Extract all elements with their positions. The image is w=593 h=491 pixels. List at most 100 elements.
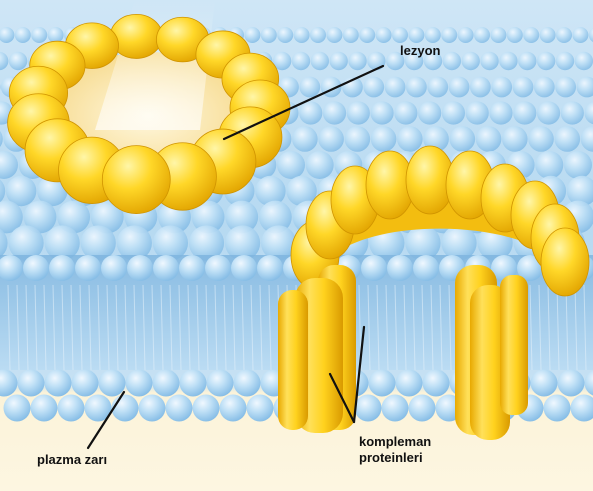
lipid-head (371, 126, 397, 152)
lipid-head (507, 27, 523, 43)
lipid-head (466, 101, 489, 124)
lipid-head (499, 52, 517, 70)
lipid-head (556, 27, 572, 43)
lipid-head (244, 27, 260, 43)
lipid-head (518, 52, 536, 70)
lipid-head (537, 52, 555, 70)
lipid-head (257, 255, 283, 281)
lipid-head (535, 151, 563, 179)
lipid-head (537, 101, 560, 124)
lipid-head (387, 255, 413, 281)
lipid-head (474, 27, 490, 43)
lipid-head (126, 370, 153, 397)
lipid-head (294, 27, 310, 43)
lipid-head (31, 395, 58, 422)
lipid-head (205, 255, 231, 281)
lipid-head (299, 77, 320, 98)
lipid-head (99, 370, 126, 397)
lipid-head (458, 27, 474, 43)
lipid-head (427, 77, 448, 98)
lipid-head (193, 395, 220, 422)
lipid-head (540, 27, 556, 43)
lipid-head (561, 101, 584, 124)
lipid-head (409, 395, 436, 422)
lipid-head (442, 101, 465, 124)
lipid-head (554, 126, 580, 152)
lipid-head (359, 27, 375, 43)
lipid-head (323, 101, 346, 124)
lipid-head (247, 395, 274, 422)
lipid-head (470, 77, 491, 98)
lipid-head (564, 151, 592, 179)
lipid-head (153, 255, 179, 281)
lipid-head (355, 395, 382, 422)
lipid-head (75, 255, 101, 281)
lipid-head (343, 27, 359, 43)
lipid-head (534, 77, 555, 98)
lipid-head (48, 27, 64, 43)
complement-label-line2: proteinleri (359, 450, 431, 466)
lipid-head (292, 52, 310, 70)
lipid-head (556, 52, 574, 70)
lipid-head (441, 27, 457, 43)
lipid-head (450, 126, 476, 152)
lipid-head (220, 395, 247, 422)
lipid-head (489, 101, 512, 124)
lipid-head (491, 77, 512, 98)
lipid-head (9, 52, 27, 70)
lipid-head (363, 77, 384, 98)
lesion-label: lezyon (400, 43, 440, 59)
lipid-head (15, 27, 31, 43)
lipid-head (531, 370, 558, 397)
lipid-head (277, 151, 305, 179)
lipid-head (361, 255, 387, 281)
lipid-head (166, 395, 193, 422)
lipid-head (476, 126, 502, 152)
protein-subunit (110, 14, 162, 58)
protein-pillar (500, 275, 528, 415)
lipid-head (558, 370, 585, 397)
lipid-head (4, 395, 31, 422)
plasma-membrane-label: plazma zarı (37, 452, 107, 468)
lipid-head (139, 395, 166, 422)
lipid-head (127, 255, 153, 281)
lipid-head (31, 27, 47, 43)
lipid-head (292, 126, 318, 152)
lipid-head (367, 52, 385, 70)
lipid-head (306, 151, 334, 179)
lipid-head (369, 370, 396, 397)
lipid-head (425, 27, 441, 43)
lipid-head (348, 52, 366, 70)
lipid-head (502, 126, 528, 152)
lipid-head (179, 255, 205, 281)
lipid-head (572, 27, 588, 43)
lipid-head (231, 255, 257, 281)
lipid-head (462, 52, 480, 70)
complement-proteins-label: kompleman proteinleri (359, 434, 431, 466)
lipid-head (413, 255, 439, 281)
lipid-head (311, 52, 329, 70)
lipid-head (385, 77, 406, 98)
lipid-head (370, 101, 393, 124)
lipid-head (528, 126, 554, 152)
lipid-head (523, 27, 539, 43)
lipid-head (490, 27, 506, 43)
lipid-head (23, 255, 49, 281)
lipid-head (408, 27, 424, 43)
lipid-head (310, 27, 326, 43)
lipid-head (261, 27, 277, 43)
lipid-head (480, 52, 498, 70)
lipid-head (449, 77, 470, 98)
lipid-head (180, 370, 207, 397)
lipid-head (392, 27, 408, 43)
protein-subunit (541, 228, 589, 296)
protein-subunit (102, 146, 170, 214)
lipid-head (18, 370, 45, 397)
lipid-head (406, 77, 427, 98)
lipid-head (347, 101, 370, 124)
lipid-head (513, 77, 534, 98)
lipid-head (207, 370, 234, 397)
lipid-head (153, 370, 180, 397)
lipid-head (112, 395, 139, 422)
